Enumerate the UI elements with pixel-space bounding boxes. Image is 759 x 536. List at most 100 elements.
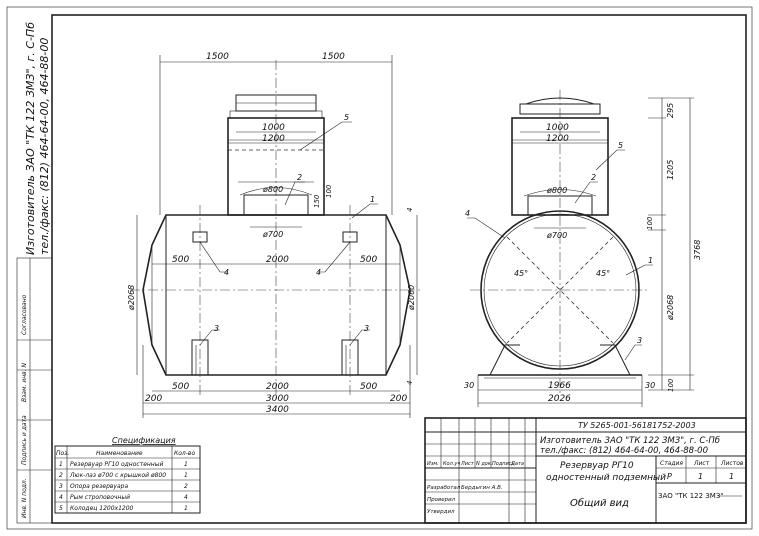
spec-header-pos: Поз. bbox=[56, 450, 69, 457]
front-view: 1500 1500 1000 1200 ø800 ø700 150 100 50… bbox=[127, 52, 420, 418]
margin-cells: Согласовано Взам. инв. N Подпись и дата … bbox=[16, 257, 53, 524]
edge-mark-bottom: 4 bbox=[406, 381, 414, 385]
tb-doc-code: ТУ 5265-001-56181752-2003 bbox=[578, 421, 696, 430]
spec-header-name: Наименование bbox=[96, 450, 143, 457]
side-view: 45° 45° 1000 1200 ø800 ø700 295 1205 37 bbox=[464, 90, 702, 407]
spec-row-name: Опора резервуара bbox=[70, 483, 128, 490]
dim-overall-right: 200 bbox=[390, 394, 407, 404]
tb-lists-header: Листов bbox=[720, 460, 744, 467]
angle-left: 45° bbox=[514, 269, 528, 278]
dim-hatch-1000: 1000 bbox=[262, 123, 285, 133]
side-dim-2068: ø2068 bbox=[666, 295, 675, 321]
tb-lists-value: 1 bbox=[729, 472, 734, 481]
dim-neck-800: ø800 bbox=[262, 185, 283, 194]
callout-5-front: 5 bbox=[344, 113, 349, 122]
tb-product-line1: Резервуар РГ10 bbox=[560, 461, 634, 471]
tb-product-line2: одностенный подземный bbox=[546, 473, 666, 483]
tb-col-kolush: Кол.уч bbox=[443, 461, 460, 467]
spec-row-qty: 2 bbox=[184, 483, 188, 490]
title-block: Изм. Кол.уч Лист N док. Подпись Дата Раз… bbox=[424, 417, 747, 524]
tb-role-checker: Проверил bbox=[427, 497, 456, 503]
spec-row-name: Резервуар РГ10 одностенный bbox=[70, 461, 163, 468]
spec-row-name: Люк-лаз ø700 с крышкой ø800 bbox=[69, 472, 166, 479]
well-side bbox=[511, 117, 609, 216]
dim-mid-center: 2000 bbox=[266, 255, 289, 265]
spec-row-pos: 5 bbox=[59, 505, 63, 512]
margin-cell-inventory: Инв. N подл. bbox=[21, 478, 28, 518]
side-dim-3768: 3768 bbox=[693, 240, 702, 260]
spec-row-name: Рым строповочный bbox=[70, 494, 130, 501]
dim-top-left: 1500 bbox=[206, 52, 229, 62]
callout-2-front: 2 bbox=[297, 173, 302, 182]
tb-sheet-name: Общий вид bbox=[570, 497, 629, 509]
spec-row-qty: 1 bbox=[184, 505, 188, 512]
callout-4-front-left: 4 bbox=[224, 268, 229, 277]
dim-neck-700: ø700 bbox=[262, 230, 283, 239]
side-dim-hatch-1000: 1000 bbox=[546, 123, 569, 133]
specification-table: Спецификация Поз. Наименование Кол-во 1 … bbox=[54, 436, 201, 514]
side-dim-1205: 1205 bbox=[666, 160, 675, 180]
spec-row-name: Колодец 1200х1200 bbox=[70, 505, 134, 512]
side-dim-neck-700: ø700 bbox=[546, 231, 567, 240]
margin-cell-agreed: Согласовано bbox=[21, 294, 28, 335]
callout-3-side: 3 bbox=[637, 336, 642, 345]
tb-role-developer: Разработал bbox=[427, 485, 461, 491]
dim-overall-left: 200 bbox=[145, 394, 162, 404]
side-base-center: 1966 bbox=[548, 381, 571, 391]
callout-3-front-left: 3 bbox=[214, 324, 219, 333]
callout-5-side: 5 bbox=[618, 141, 623, 150]
dim-neck-150: 150 bbox=[313, 194, 321, 208]
spec-title: Спецификация bbox=[112, 436, 176, 445]
callout-4-side: 4 bbox=[465, 209, 470, 218]
callout-1-side: 1 bbox=[648, 256, 653, 265]
tb-col-list: Лист bbox=[460, 461, 475, 467]
margin-cell-signature: Подпись и дата bbox=[21, 415, 28, 465]
dim-vertical-right: ø2060 bbox=[407, 285, 416, 311]
edge-mark-top: 4 bbox=[406, 208, 414, 212]
side-stamp-phone: тел./факс: (812) 464-64-00, 464-88-00 bbox=[38, 38, 51, 255]
spec-row-pos: 4 bbox=[59, 494, 63, 501]
margin-cell-replace: Взам. инв. N bbox=[21, 363, 28, 402]
dim-top-right: 1500 bbox=[322, 52, 345, 62]
callout-4-front-right: 4 bbox=[316, 268, 321, 277]
tb-manufacturer: Изготовитель ЗАО "ТК 122 ЗМЗ", г. С-Пб bbox=[540, 436, 720, 446]
spec-row-pos: 1 bbox=[59, 461, 63, 468]
tb-stage-header: Стадия bbox=[660, 460, 683, 467]
tb-role-approver: Утвердил bbox=[427, 509, 455, 515]
dim-bottom-left: 500 bbox=[172, 382, 189, 392]
tb-company: ЗАО "ТК 122 ЗМЗ" bbox=[658, 492, 724, 500]
side-base-total: 2026 bbox=[548, 394, 571, 404]
dim-bottom-right: 500 bbox=[360, 382, 377, 392]
spec-row-pos: 2 bbox=[59, 472, 63, 479]
spec-row-qty: 1 bbox=[184, 472, 188, 479]
side-dim-neck-800: ø800 bbox=[546, 186, 567, 195]
side-base-left: 30 bbox=[464, 381, 474, 390]
spec-row-qty: 1 bbox=[184, 461, 188, 468]
angle-right: 45° bbox=[596, 269, 610, 278]
tb-list-value: 1 bbox=[698, 472, 703, 481]
dim-neck-100: 100 bbox=[325, 184, 333, 198]
dim-mid-right: 500 bbox=[360, 255, 377, 265]
tb-stage-value: Р bbox=[667, 472, 672, 481]
side-dim-100-top: 100 bbox=[646, 216, 654, 230]
tb-col-ndok: N док. bbox=[476, 461, 492, 467]
tb-col-sign: Подпись bbox=[492, 461, 515, 467]
side-dim-100-bottom: 100 bbox=[667, 378, 675, 392]
dim-overall-center: 3000 bbox=[266, 394, 289, 404]
outer-frame bbox=[6, 6, 753, 530]
side-dim-hatch-1200: 1200 bbox=[546, 134, 569, 144]
dim-vertical-left: ø2068 bbox=[127, 285, 136, 311]
tb-col-izm: Изм. bbox=[427, 461, 439, 467]
tb-developer-name: Бердыгин А.В. bbox=[461, 485, 503, 491]
callout-1-front: 1 bbox=[370, 195, 375, 204]
side-stamp-manufacturer: Изготовитель ЗАО "ТК 122 ЗМЗ", г. С-Пб bbox=[24, 22, 37, 255]
dim-mid-left: 500 bbox=[172, 255, 189, 265]
tb-phone: тел./факс: (812) 464-64-00, 464-88-00 bbox=[540, 446, 708, 456]
side-stamp: Изготовитель ЗАО "ТК 122 ЗМЗ", г. С-Пб т… bbox=[24, 22, 51, 255]
callout-2-side: 2 bbox=[591, 173, 596, 182]
spec-header-qty: Кол-во bbox=[174, 450, 195, 457]
dim-overall-total: 3400 bbox=[266, 405, 289, 415]
dim-hatch-1200: 1200 bbox=[262, 134, 285, 144]
tank-body-front bbox=[142, 214, 411, 376]
